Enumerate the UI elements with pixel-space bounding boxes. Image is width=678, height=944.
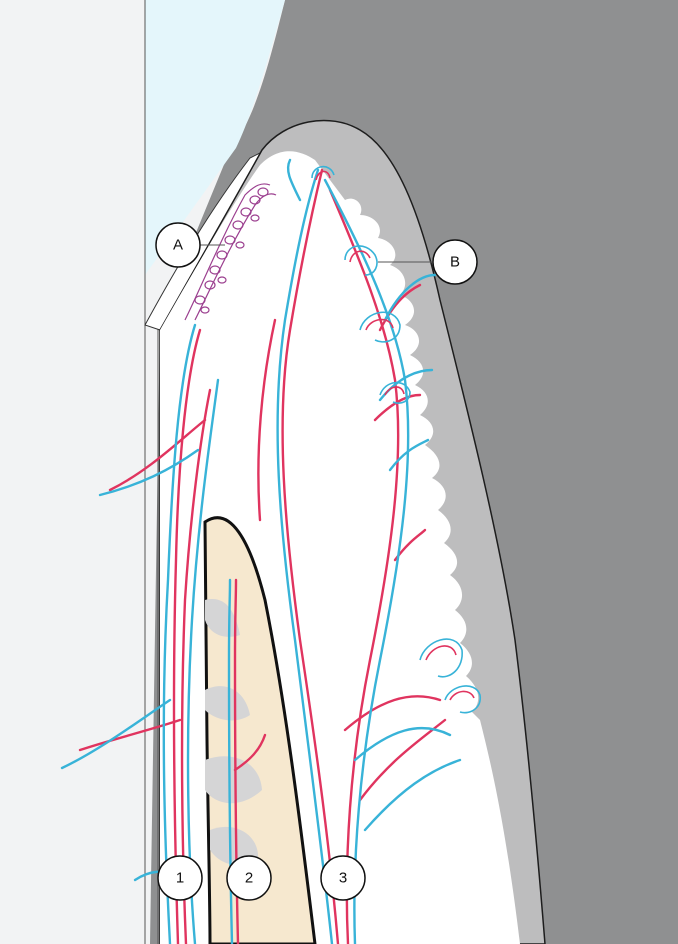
marker-2-label: 2 [245,870,253,887]
marker-3-label: 3 [339,870,347,887]
marker-b: B [433,240,477,284]
marker-2: 2 [227,856,271,900]
marker-b-label: B [450,254,460,271]
marker-a: A [156,223,200,267]
marker-3: 3 [321,856,365,900]
marker-1: 1 [158,856,202,900]
marker-1-label: 1 [176,870,184,887]
marker-a-label: A [173,237,183,254]
